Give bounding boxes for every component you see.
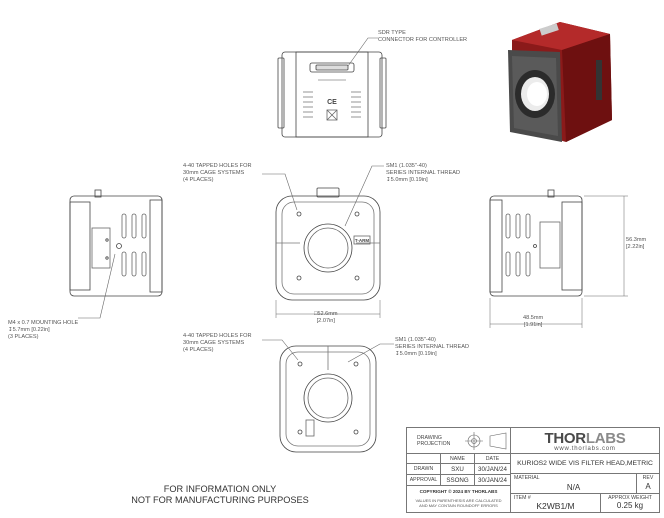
brand-light: LABS: [585, 430, 626, 447]
approval-name: SSONG: [441, 475, 475, 486]
sm1-bottom-line: SM1 (1.035"-40): [395, 337, 436, 343]
material-cell: MATERIAL N/A: [511, 474, 637, 494]
width-dimension: □52.6mm [2.07in]: [314, 311, 338, 325]
col-date-header: DATE: [475, 454, 511, 464]
website: www.thorlabs.com: [554, 446, 616, 452]
holes-top-line: (4 PLACES): [183, 177, 214, 183]
left-view: [69, 189, 163, 297]
front-view: [275, 187, 381, 301]
title-block: DRAWING PROJECTION THORLABS www.thorlabs…: [406, 427, 660, 513]
drawn-label: DRAWN: [407, 464, 441, 475]
height-mm: 56.3mm: [626, 237, 647, 243]
brand-cell: THORLABS www.thorlabs.com: [511, 428, 659, 454]
item-cell: ITEM # K2WB1/M: [511, 494, 601, 512]
item-label: ITEM #: [514, 495, 531, 501]
width-in: [2.07in]: [316, 318, 335, 324]
holes-top-line: 4-40 TAPPED HOLES FOR: [183, 163, 252, 169]
sdr-leader: [347, 37, 378, 67]
holes-bottom-line: (4 PLACES): [183, 347, 214, 353]
tolerance-line: AND MAY CONTAIN ROUNDOFF ERRORS: [419, 503, 498, 508]
approval-date: 30/JAN/24: [475, 475, 511, 486]
holes-bottom-line: 30mm CAGE SYSTEMS: [183, 340, 245, 346]
m4-note-line: ↧5.7mm [0.22in]: [8, 327, 50, 333]
drawn-date: 30/JAN/24: [475, 464, 511, 475]
holes-top-note: 4-40 TAPPED HOLES FOR 30mm CAGE SYSTEMS …: [183, 163, 252, 184]
holes-bot-leader: [262, 339, 299, 361]
rev-cell: REV A: [637, 474, 659, 494]
brand-logo: THORLABS: [511, 431, 659, 446]
sm1-top-line: ↧5.0mm [0.19in]: [386, 177, 428, 183]
rev-value: A: [645, 482, 651, 491]
brand-dark: THOR: [544, 430, 587, 447]
sdr-note-line: CONNECTOR FOR CONTROLLER: [378, 37, 468, 43]
copyright-cell: COPYRIGHT © 2024 BY THORLABS VALUES IN P…: [407, 486, 511, 512]
disclaimer-line: NOT FOR MANUFACTURING PURPOSES: [131, 494, 309, 505]
col-name-header: NAME: [441, 454, 475, 464]
depth-mm: 48.5mm: [523, 315, 544, 321]
sm1-top-line: SERIES INTERNAL THREAD: [386, 170, 460, 176]
m4-note-line: M4 x 0.7 MOUNTING HOLE: [8, 320, 79, 326]
front-tag: T-ARM: [355, 238, 369, 243]
weight-cell: APPROX WEIGHT 0.25 kg: [601, 494, 659, 512]
depth-dimension-line: [489, 298, 583, 328]
projection-label: DRAWING: [417, 435, 442, 441]
sm1-top-line: SM1 (1.035"-40): [386, 163, 427, 169]
sm1-bottom-line: SERIES INTERNAL THREAD: [395, 344, 469, 350]
rev-label: REV: [642, 475, 654, 481]
bottom-view: [279, 345, 377, 453]
right-view: [489, 189, 583, 297]
sdr-note: SDR TYPE CONNECTOR FOR CONTROLLER: [378, 30, 467, 44]
depth-in: [1.91in]: [523, 322, 543, 328]
width-dimension-line: [275, 300, 381, 318]
sm1-top-leader: [344, 165, 384, 227]
m4-leader: [78, 253, 116, 319]
depth-dimension: 48.5mm [1.91in]: [523, 315, 543, 329]
ce-mark: CE: [327, 99, 337, 106]
part-description: KURIOS2 WIDE VIS FILTER HEAD,METRIC: [511, 454, 659, 474]
weight-label: APPROX WEIGHT: [608, 495, 652, 501]
projection-symbol: [465, 432, 507, 450]
product-render: [508, 22, 612, 142]
projection-label: PROJECTION: [417, 441, 451, 447]
disclaimer-line: FOR INFORMATION ONLY: [163, 484, 277, 494]
sm1-bottom-note: SM1 (1.035"-40) SERIES INTERNAL THREAD ↧…: [395, 337, 469, 358]
holes-top-line: 30mm CAGE SYSTEMS: [183, 170, 245, 176]
sm1-bot-leader: [347, 343, 394, 363]
disclaimer: FOR INFORMATION ONLY NOT FOR MANUFACTURI…: [100, 484, 340, 505]
holes-bottom-line: 4-40 TAPPED HOLES FOR: [183, 333, 252, 339]
approval-label: APPROVAL: [407, 475, 441, 486]
height-dimension: 56.3mm [2.22in]: [626, 237, 646, 251]
sm1-bottom-line: ↧5.0mm [0.19in]: [395, 351, 437, 357]
height-dimension-line: [584, 195, 628, 297]
height-in: [2.22in]: [626, 244, 645, 250]
m4-note-line: (3 PLACES): [8, 334, 39, 340]
copyright: COPYRIGHT © 2024 BY THORLABS: [419, 489, 498, 494]
holes-top-leader: [262, 173, 298, 211]
holes-bottom-note: 4-40 TAPPED HOLES FOR 30mm CAGE SYSTEMS …: [183, 333, 252, 354]
projection-cell: DRAWING PROJECTION: [407, 428, 511, 454]
material-value: N/A: [566, 483, 581, 492]
tolerance-line: VALUES IN PARENTHESIS ARE CALCULATED: [415, 498, 502, 503]
weight-value: 0.25 kg: [616, 501, 644, 510]
material-label: MATERIAL: [514, 475, 540, 481]
top-view: [277, 51, 387, 138]
width-mm: □52.6mm: [314, 311, 338, 317]
item-number: K2WB1/M: [536, 501, 575, 511]
m4-note: M4 x 0.7 MOUNTING HOLE ↧5.7mm [0.22in] (…: [8, 320, 78, 341]
drawn-name: SXU: [441, 464, 475, 475]
sdr-note-line: SDR TYPE: [378, 30, 406, 36]
sm1-top-note: SM1 (1.035"-40) SERIES INTERNAL THREAD ↧…: [386, 163, 460, 184]
